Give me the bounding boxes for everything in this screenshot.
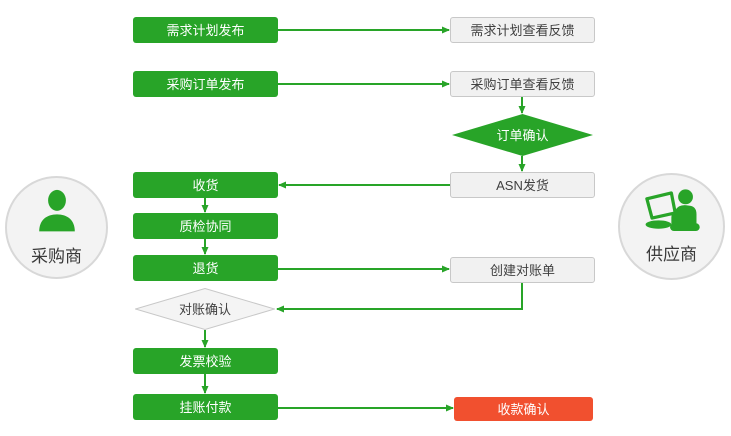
actor-buyer: 采购商: [5, 176, 108, 279]
node-demand-plan-publish: 需求计划发布: [133, 17, 278, 43]
node-receipt-confirm: 收款确认: [454, 397, 593, 421]
node-demand-plan-feedback: 需求计划查看反馈: [450, 17, 595, 43]
actor-supplier: 供应商: [618, 173, 725, 280]
node-po-publish: 采购订单发布: [133, 71, 278, 97]
decision-label: 对账确认: [178, 301, 231, 317]
decision-order-confirm: 订单确认: [452, 114, 593, 156]
node-receive-goods: 收货: [133, 172, 278, 198]
node-account-payment: 挂账付款: [133, 394, 278, 420]
person-silhouette-icon: [32, 188, 82, 241]
actor-buyer-label: 采购商: [31, 247, 82, 266]
decision-statement-confirm: 对账确认: [133, 287, 277, 331]
actor-supplier-label: 供应商: [646, 245, 697, 264]
node-create-statement: 创建对账单: [450, 257, 595, 283]
arrow-statement-to-confirm: [276, 283, 523, 313]
node-return-goods: 退货: [133, 255, 278, 281]
node-asn-ship: ASN发货: [450, 172, 595, 198]
node-po-feedback: 采购订单查看反馈: [450, 71, 595, 97]
person-with-laptop-icon: [643, 188, 701, 239]
decision-label: 订单确认: [496, 127, 549, 143]
node-invoice-check: 发票校验: [133, 348, 278, 374]
diamond-shape: [133, 287, 277, 331]
diamond-shape: [452, 114, 593, 156]
node-quality-collab: 质检协同: [133, 213, 278, 239]
